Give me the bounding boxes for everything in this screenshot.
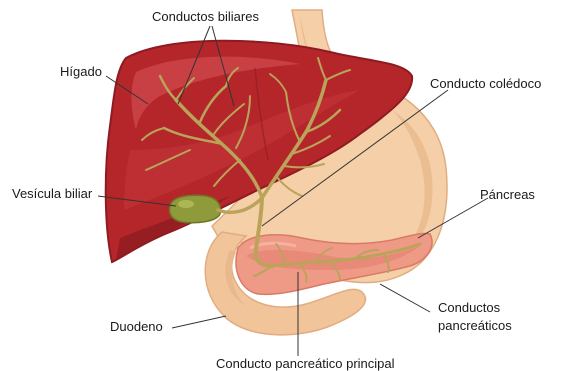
label-liver: Hígado	[60, 64, 102, 79]
label-main-pancreatic-duct: Conducto pancreático principal	[216, 356, 395, 371]
label-gallbladder: Vesícula biliar	[12, 186, 93, 201]
label-pancreas: Páncreas	[480, 187, 535, 202]
label-bile-ducts: Conductos biliares	[152, 9, 259, 24]
leader-duodenum	[172, 316, 226, 328]
label-pancreatic-ducts-line1: Conductos	[438, 300, 501, 315]
label-duodenum: Duodeno	[110, 319, 163, 334]
gallbladder	[170, 195, 221, 222]
leader-pancreatic-ducts	[380, 284, 430, 312]
label-common-bile-duct: Conducto colédoco	[430, 76, 541, 91]
label-pancreatic-ducts-line2: pancreáticos	[438, 318, 512, 333]
